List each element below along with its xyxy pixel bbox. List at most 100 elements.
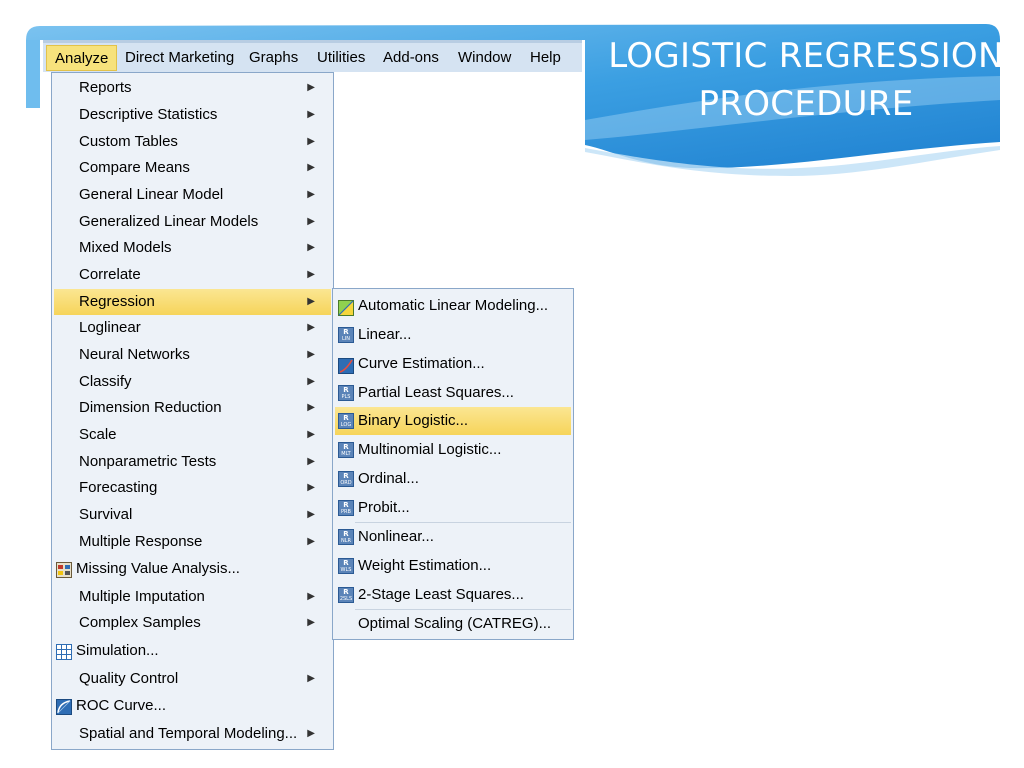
menu-item-regression[interactable]: Regression ▶ (54, 289, 331, 315)
submenu-arrow-icon: ▶ (307, 216, 315, 227)
menu-item-reports[interactable]: Reports ▶ (54, 75, 331, 101)
menu-item-label: Complex Samples (79, 614, 201, 631)
menu-item-multiple-response[interactable]: Multiple Response▶ (54, 529, 331, 555)
submenu-item-label: Weight Estimation... (358, 557, 492, 574)
menu-separator (355, 522, 571, 523)
menu-item-label: ROC Curve... (76, 697, 167, 714)
menu-item-complex-samples[interactable]: Complex Samples▶ (54, 610, 331, 636)
slide-title-line1: LOGISTIC REGRESSION (608, 36, 1004, 76)
menu-item-label: Reports (79, 79, 132, 96)
menu-item-scale[interactable]: Scale ▶ (54, 422, 331, 448)
menu-item-label: Custom Tables (79, 133, 178, 150)
menu-item-label: Scale (79, 426, 117, 443)
menu-item-generalized-linear-models[interactable]: Generalized Linear Models▶ (54, 209, 331, 235)
menu-item-forecasting[interactable]: Forecasting▶ (54, 475, 331, 501)
menu-item-classify[interactable]: Classify▶ (54, 369, 331, 395)
submenu-arrow-icon: ▶ (307, 536, 315, 547)
curve-estimation-icon (338, 356, 354, 374)
menu-item-compare-means[interactable]: Compare Means▶ (54, 155, 331, 181)
submenu-item-optimal-scaling[interactable]: Optimal Scaling (CATREG)... (335, 610, 571, 638)
menu-item-neural-networks[interactable]: Neural Networks▶ (54, 342, 331, 368)
menu-item-descriptive-statistics[interactable]: Descriptive Statistics▶ (54, 102, 331, 128)
submenu-arrow-icon: ▶ (307, 296, 315, 307)
menu-item-general-linear-model[interactable]: General Linear Model▶ (54, 182, 331, 208)
missing-value-analysis-icon (56, 561, 72, 578)
submenu-item-label: Linear... (358, 326, 412, 343)
menu-graphs[interactable]: Graphs (249, 49, 299, 66)
menu-item-mixed-models[interactable]: Mixed Models▶ (54, 235, 331, 261)
menu-item-label: Regression (79, 293, 155, 310)
menu-item-spatial-temporal-modeling[interactable]: Spatial and Temporal Modeling...▶ (54, 721, 331, 747)
menu-direct-marketing[interactable]: Direct Marketing (125, 49, 235, 66)
submenu-item-label: Optimal Scaling (CATREG)... (358, 615, 552, 632)
slide-title-line2: PROCEDURE (698, 84, 914, 124)
menu-help[interactable]: Help (530, 49, 561, 66)
menu-item-quality-control[interactable]: Quality Control▶ (54, 666, 331, 692)
submenu-item-automatic-linear-modeling[interactable]: Automatic Linear Modeling... (335, 292, 571, 320)
submenu-arrow-icon: ▶ (307, 482, 315, 493)
menu-item-custom-tables[interactable]: Custom Tables ▶ (54, 129, 331, 155)
submenu-item-label: Automatic Linear Modeling... (358, 297, 549, 314)
menu-item-roc-curve[interactable]: ROC Curve... (54, 693, 331, 719)
menu-item-multiple-imputation[interactable]: Multiple Imputation▶ (54, 584, 331, 610)
menu-item-label: Correlate (79, 266, 141, 283)
submenu-arrow-icon: ▶ (307, 322, 315, 333)
submenu-arrow-icon: ▶ (307, 136, 315, 147)
menu-item-label: Neural Networks (79, 346, 190, 363)
submenu-item-label: Partial Least Squares... (358, 384, 514, 401)
submenu-arrow-icon: ▶ (307, 728, 315, 739)
menu-item-nonparametric-tests[interactable]: Nonparametric Tests ▶ (54, 449, 331, 475)
submenu-item-label: Nonlinear... (358, 528, 434, 545)
menu-item-simulation[interactable]: Simulation... (54, 638, 331, 664)
submenu-item-label: Ordinal... (358, 470, 419, 487)
submenu-arrow-icon: ▶ (307, 109, 315, 120)
menu-item-label: General Linear Model (79, 186, 224, 203)
submenu-arrow-icon: ▶ (307, 429, 315, 440)
menubar: Analyze Direct Marketing Graphs Utilitie… (43, 40, 582, 72)
menu-item-label: Dimension Reduction (79, 399, 222, 416)
menu-item-loglinear[interactable]: Loglinear▶ (54, 315, 331, 341)
submenu-arrow-icon: ▶ (307, 456, 315, 467)
menu-analyze[interactable]: Analyze (46, 45, 118, 71)
menu-item-label: Classify (79, 373, 132, 390)
menu-utilities[interactable]: Utilities (317, 49, 366, 66)
roc-curve-icon (56, 698, 72, 715)
submenu-arrow-icon: ▶ (307, 82, 315, 93)
menu-item-missing-value-analysis[interactable]: Missing Value Analysis... (54, 556, 331, 582)
submenu-item-label: Probit... (358, 499, 410, 516)
menu-item-survival[interactable]: Survival▶ (54, 502, 331, 528)
menu-window[interactable]: Window (458, 49, 512, 66)
menu-item-label: Missing Value Analysis... (76, 560, 240, 577)
menu-add-ons[interactable]: Add-ons (383, 49, 439, 66)
submenu-item-label: Multinomial Logistic... (358, 441, 502, 458)
analyze-menu: Reports ▶ Descriptive Statistics▶ Custom … (51, 72, 334, 750)
menu-item-label: Nonparametric Tests (79, 453, 217, 470)
submenu-arrow-icon: ▶ (307, 162, 315, 173)
submenu-arrow-icon: ▶ (307, 269, 315, 280)
submenu-item-label: Binary Logistic... (358, 412, 469, 429)
menu-item-dimension-reduction[interactable]: Dimension Reduction ▶ (54, 395, 331, 421)
menu-item-correlate[interactable]: Correlate ▶ (54, 262, 331, 288)
submenu-item-label: Curve Estimation... (358, 355, 485, 372)
submenu-item-curve-estimation[interactable]: Curve Estimation... (335, 350, 571, 378)
submenu-arrow-icon: ▶ (307, 402, 315, 413)
menu-item-label: Mixed Models (79, 239, 172, 256)
submenu-arrow-icon: ▶ (307, 509, 315, 520)
